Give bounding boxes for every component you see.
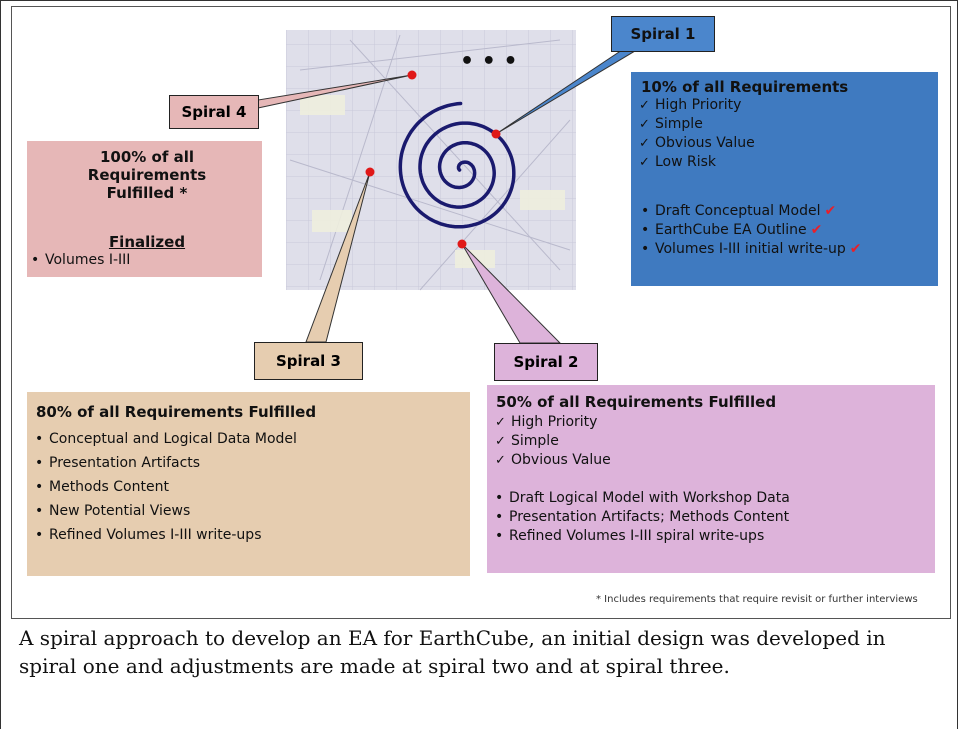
spiral2-bullets: Draft Logical Model with Workshop Data P… bbox=[491, 489, 790, 546]
list-item: Simple bbox=[495, 432, 611, 451]
figure-caption: A spiral approach to develop an EA for E… bbox=[19, 626, 886, 678]
spiral1-checklist: High Priority Simple Obvious Value Low R… bbox=[639, 96, 755, 172]
done-check-icon: ✔ bbox=[849, 241, 862, 257]
list-item: Simple bbox=[639, 115, 755, 134]
spiral4-title: 100% of all Requirements Fulfilled * bbox=[87, 148, 207, 202]
list-item: Conceptual and Logical Data Model bbox=[31, 427, 297, 451]
list-item: Volumes I-III bbox=[27, 251, 130, 270]
spiral-line bbox=[398, 101, 516, 229]
spiral4-marker bbox=[407, 70, 417, 80]
spiral1-bullets: Draft Conceptual Model✔ EarthCube EA Out… bbox=[637, 202, 862, 259]
spiral-continuation-dots: • • • bbox=[460, 49, 518, 74]
spiral4-list: Volumes I-III bbox=[27, 251, 130, 270]
list-item: Obvious Value bbox=[639, 134, 755, 153]
spiral2-checklist: High Priority Simple Obvious Value bbox=[495, 413, 611, 470]
spiral1-box: 10% of all Requirements High Priority Si… bbox=[631, 72, 938, 286]
footnote: * Includes requirements that require rev… bbox=[596, 594, 918, 605]
spiral1-marker bbox=[491, 129, 501, 139]
diagram-panel bbox=[11, 6, 951, 619]
list-item: Draft Logical Model with Workshop Data bbox=[491, 489, 790, 508]
list-item: High Priority bbox=[495, 413, 611, 432]
list-item: Obvious Value bbox=[495, 451, 611, 470]
spiral2-marker bbox=[457, 239, 467, 249]
spiral2-label: Spiral 2 bbox=[494, 343, 598, 381]
done-check-icon: ✔ bbox=[810, 222, 823, 238]
list-item: Volumes I-III initial write-up✔ bbox=[637, 240, 862, 259]
list-item: Refined Volumes I-III write-ups bbox=[31, 523, 297, 547]
list-item: Presentation Artifacts; Methods Content bbox=[491, 508, 790, 527]
spiral4-box: 100% of all Requirements Fulfilled * Fin… bbox=[27, 141, 262, 277]
list-item: New Potential Views bbox=[31, 499, 297, 523]
spiral4-subtitle: Finalized bbox=[108, 233, 186, 251]
spiral2-title: 50% of all Requirements Fulfilled bbox=[496, 393, 777, 411]
list-item: Low Risk bbox=[639, 153, 755, 172]
list-item: Draft Conceptual Model✔ bbox=[637, 202, 862, 221]
spiral4-label: Spiral 4 bbox=[169, 95, 259, 129]
spiral3-bullets: Conceptual and Logical Data Model Presen… bbox=[31, 427, 297, 547]
spiral2-box: 50% of all Requirements Fulfilled High P… bbox=[487, 385, 935, 573]
list-item: Presentation Artifacts bbox=[31, 451, 297, 475]
spiral1-title: 10% of all Requirements bbox=[641, 78, 849, 96]
spiral1-label: Spiral 1 bbox=[611, 16, 715, 52]
spiral3-title: 80% of all Requirements Fulfilled bbox=[36, 403, 317, 421]
list-item: High Priority bbox=[639, 96, 755, 115]
done-check-icon: ✔ bbox=[824, 203, 837, 219]
spiral3-marker bbox=[365, 167, 375, 177]
list-item: Refined Volumes I-III spiral write-ups bbox=[491, 527, 790, 546]
spiral3-box: 80% of all Requirements Fulfilled Concep… bbox=[27, 392, 470, 576]
list-item: EarthCube EA Outline✔ bbox=[637, 221, 862, 240]
list-item: Methods Content bbox=[31, 475, 297, 499]
spiral3-label: Spiral 3 bbox=[254, 342, 363, 380]
